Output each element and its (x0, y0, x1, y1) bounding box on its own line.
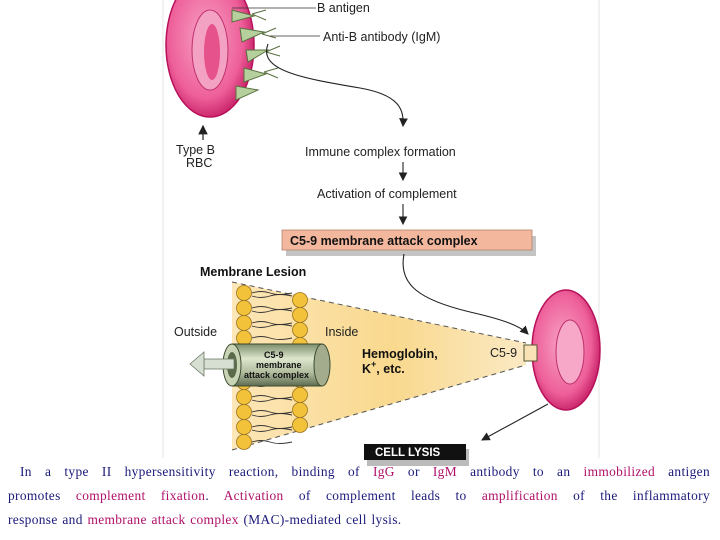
cell-lysis-badge: CELL LYSIS (364, 444, 469, 466)
caption-line-3: response and membrane attack complex (MA… (8, 512, 402, 527)
igm-antibody-cluster (231, 9, 281, 101)
curve-arrow-to-rbc (402, 253, 529, 335)
inside-label: Inside (325, 325, 358, 339)
mac-term: membrane attack complex (87, 512, 239, 527)
b-antigen-label: B antigen (317, 1, 370, 15)
c59-small-label: C5-9 (490, 346, 517, 360)
arrow-to-cell-lysis (481, 403, 549, 441)
channel-membrane-label: membrane (256, 360, 302, 370)
outflow-arrow (189, 351, 235, 377)
anti-b-antibody-label: Anti-B antibody (IgM) (323, 30, 440, 44)
rbc-label: RBC (186, 156, 212, 170)
complement-fixation-term: complement fixation (75, 488, 206, 503)
outside-label: Outside (174, 325, 217, 339)
cone-bottom-edge (231, 364, 527, 451)
caption-line-1: In a type II hypersensitivity reaction, … (20, 464, 711, 479)
activation-term: Activation (223, 488, 284, 503)
igm-term: IgM (432, 464, 457, 479)
curve-arrow-to-immune-complex (266, 43, 408, 128)
potassium-label: K+, etc. (362, 359, 405, 376)
antibody-pointer-lines (232, 7, 320, 37)
mac-channel: C5-9 membrane attack complex (222, 343, 331, 387)
type-b-label: Type B (176, 143, 215, 157)
amplification-term: amplification (481, 488, 558, 503)
caption: In a type II hypersensitivity reaction, … (8, 460, 710, 532)
hemoglobin-label: Hemoglobin, (362, 347, 438, 361)
immune-complex-label: Immune complex formation (305, 145, 456, 159)
type-b-rbc (165, 0, 255, 118)
lysing-rbc (523, 289, 601, 411)
mac-box-label: C5-9 membrane attack complex (290, 234, 478, 248)
membrane-lesion-label: Membrane Lesion (200, 265, 306, 279)
lipid-bilayer (236, 285, 308, 450)
caption-line-2: promotes complement fixation. Activation… (8, 488, 710, 503)
channel-attack-complex-label: attack complex (244, 370, 309, 380)
channel-c59-label: C5-9 (264, 350, 284, 360)
mac-box: C5-9 membrane attack complex (281, 229, 536, 256)
rbc-pore (523, 344, 538, 362)
igg-term: IgG (372, 464, 395, 479)
cell-lysis-label: CELL LYSIS (375, 447, 441, 459)
immobilized-term: immobilized (583, 464, 656, 479)
activation-label: Activation of complement (317, 187, 457, 201)
